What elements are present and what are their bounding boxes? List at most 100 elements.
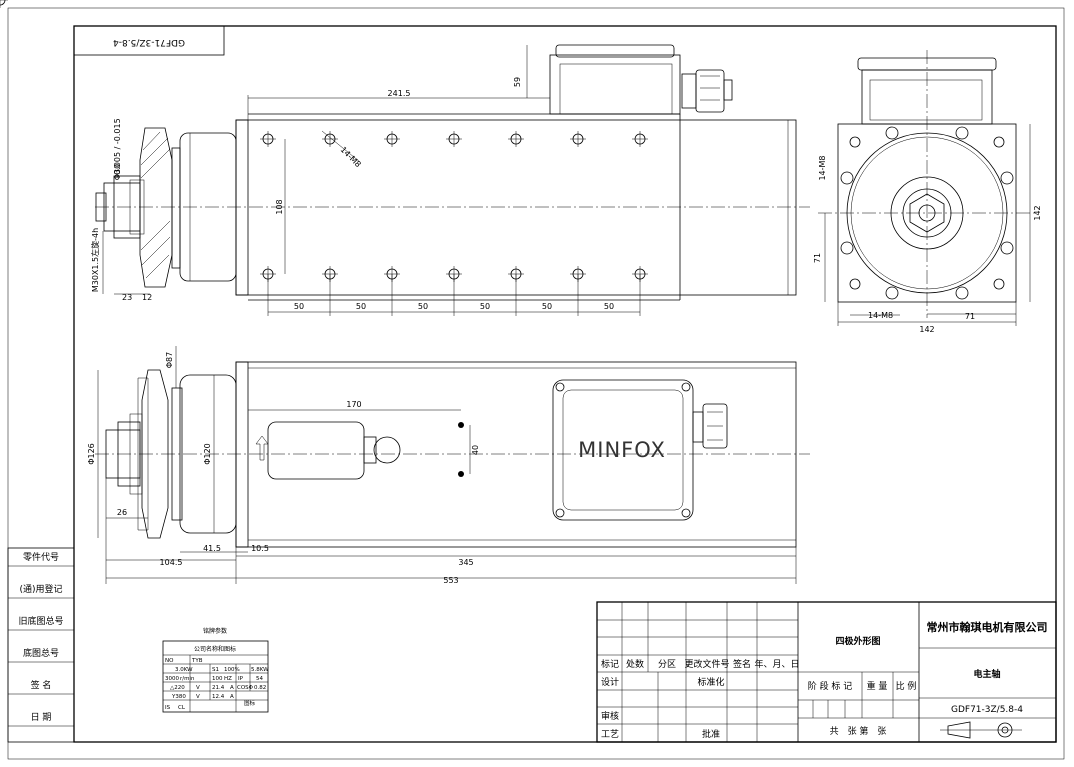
outer-border	[7, 7, 1065, 760]
dim-23: 23	[122, 293, 132, 302]
dim-71-v: 71	[813, 253, 822, 263]
dim-d120: Φ120	[203, 443, 212, 465]
tb-standard: 标准化	[697, 676, 724, 688]
dim-50-b: 50	[356, 302, 366, 311]
np-r3c4: COSΦ	[237, 685, 254, 691]
label-general-reg: (通)用登记	[19, 584, 62, 595]
np-r3c1: V	[196, 685, 200, 691]
mounting-holes-top	[0, 0, 8, 8]
label-old-base: 旧底图总号	[18, 615, 63, 627]
label-date: 日 期	[31, 712, 52, 723]
tb-view-title: 四极外形图	[835, 635, 880, 647]
np-r2c2: 100	[212, 676, 223, 682]
dim-50-a: 50	[294, 302, 304, 311]
tb-approve: 批准	[702, 728, 720, 740]
np-r2c0: 3000	[165, 676, 179, 682]
dim-142-h: 142	[919, 325, 934, 334]
tb-h-sign: 签名	[733, 658, 751, 670]
tb-company: 常州市翰琪电机有限公司	[927, 620, 1048, 634]
tb-scale: 比 例	[896, 680, 917, 692]
np-r3c2: 21.4	[212, 685, 225, 691]
side-holes	[458, 422, 464, 477]
tb-h-mark: 标记	[601, 658, 619, 670]
dim-345: 345	[458, 558, 473, 567]
dim-50-f: 50	[604, 302, 614, 311]
dim-26: 26	[117, 508, 127, 517]
np-r5c0: IS	[165, 705, 171, 711]
brand-logo: MINFOX	[578, 438, 666, 462]
tb-model: GDF71-3Z/5.8-4	[951, 705, 1023, 715]
dim-50-c: 50	[418, 302, 428, 311]
np-r4c2: 12.4	[212, 694, 225, 700]
projection-symbol-icon	[940, 721, 1022, 739]
np-r0c0: NO	[165, 658, 174, 664]
dim-50-e: 50	[542, 302, 552, 311]
side-view: MINFOX 170 40 Φ87 Φ126 Φ120 26 104.5 41.…	[87, 346, 810, 585]
dim-shaft-thread: M30X1.5左旋-4h	[90, 228, 100, 292]
tb-process: 工艺	[601, 729, 619, 740]
title-block: 标记 处数 分区 更改文件号 签名 年、月、日 设计 标准化 审核 工艺 批准 …	[596, 601, 1057, 743]
end-view: 142 142 71 71 14-M8 14-M8	[813, 50, 1042, 334]
dim-50-d: 50	[480, 302, 490, 311]
thread-14-m8-top: 14-M8	[339, 145, 363, 169]
dim-d126: Φ126	[87, 443, 96, 465]
nameplate-company: 公司名称和图标	[194, 645, 236, 653]
dim-553: 553	[443, 576, 458, 585]
terminal-box	[552, 379, 694, 521]
dim-tol: -0.005 / -0.015	[113, 118, 122, 177]
dim-d30: Φ30	[113, 164, 122, 180]
np-r1c1: 3.0KW	[175, 667, 193, 673]
np-r4c1: V	[196, 694, 200, 700]
inner-frame	[73, 25, 1057, 743]
np-r5c5: 图标	[244, 699, 256, 707]
dim-59: 59	[513, 77, 522, 87]
np-r1c4: 5.8KW	[251, 667, 269, 673]
dim-142-v: 142	[1033, 205, 1042, 220]
label-signature: 签 名	[31, 679, 52, 691]
dim-41-5: 41.5	[203, 544, 221, 553]
tb-h-zone: 分区	[658, 659, 676, 670]
dim-12: 12	[142, 293, 152, 302]
np-r4c3: A	[230, 694, 234, 700]
drawing-number: GDF71-3Z/5.8-4	[113, 37, 185, 47]
tb-h-date: 年、月、日	[754, 658, 799, 670]
dim-40: 40	[471, 445, 480, 455]
dim-170: 170	[346, 400, 361, 409]
dim-10-5: 10.5	[251, 544, 269, 553]
tb-review: 审核	[601, 710, 619, 722]
tb-sheets: 共 张 第 张	[830, 725, 887, 737]
np-r4c0: Y380	[171, 694, 186, 700]
np-r1c3: 100%	[224, 667, 240, 673]
tb-stage: 阶 段 标 记	[808, 680, 853, 692]
drawing-number-box	[73, 25, 225, 56]
np-r3c3: A	[230, 685, 234, 691]
dim-108: 108	[275, 199, 284, 214]
tb-product: 电主轴	[973, 668, 1000, 680]
np-r2c5: 54	[256, 676, 263, 682]
np-r3c5: 0.82	[254, 685, 266, 691]
np-r5c1: CL	[178, 705, 186, 711]
thread-14-m8-end-top: 14-M8	[818, 155, 827, 180]
tb-weight: 重 量	[867, 680, 888, 692]
end-view-bolts	[840, 126, 1014, 300]
label-base-no: 底图总号	[23, 647, 59, 659]
np-r3c0: △220	[170, 685, 185, 691]
label-part-code: 零件代号	[23, 551, 59, 563]
tb-h-count: 处数	[626, 658, 644, 670]
top-view: 241.5 59 108 50 50 50 50 50 50 14-M8 Φ30…	[0, 0, 810, 316]
nameplate-table: 铭牌参数 公司名称和图标 NO TYB 3.0KW S1 100% 5.8KW …	[162, 627, 269, 713]
np-r2c3: HZ	[224, 676, 232, 682]
np-r2c4: IP	[238, 676, 244, 682]
tb-h-change-doc: 更改文件号	[684, 658, 729, 670]
left-label-column: 零件代号 (通)用登记 旧底图总号 底图总号 签 名 日 期	[7, 547, 75, 743]
np-r0c1: TYB	[191, 658, 203, 664]
dim-d87: Φ87	[165, 352, 174, 368]
dim-104-5: 104.5	[160, 558, 183, 567]
thread-14-m8-end-bottom: 14-M8	[868, 311, 893, 320]
tb-design: 设计	[601, 676, 619, 688]
np-r1c2: S1	[212, 667, 219, 673]
dim-71-h: 71	[965, 312, 975, 321]
np-r2c1: r/min	[180, 676, 195, 682]
nameplate-heading: 铭牌参数	[203, 627, 227, 635]
